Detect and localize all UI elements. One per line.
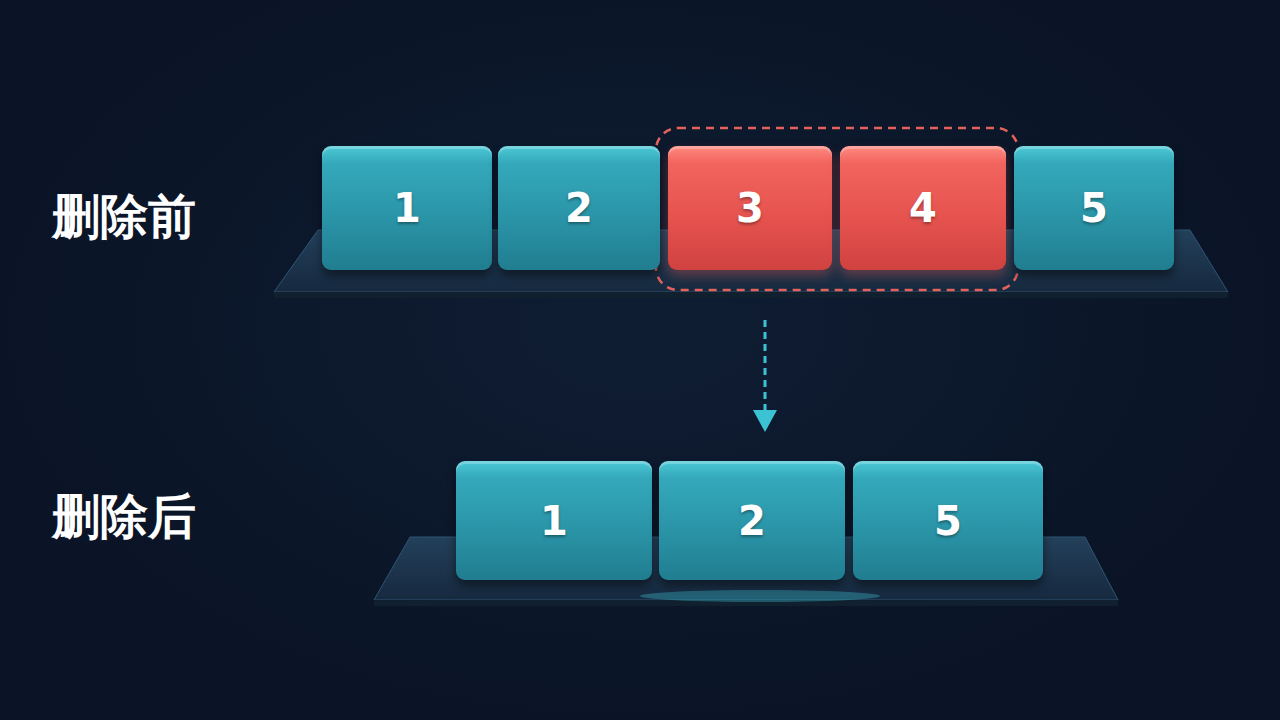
selection-outline	[656, 128, 1018, 290]
array-element: 5	[853, 461, 1043, 580]
array-element: 2	[659, 461, 845, 580]
element-value: 1	[393, 185, 421, 231]
element-value: 5	[1080, 185, 1108, 231]
glow	[640, 590, 880, 602]
deleted-element: 4	[840, 146, 1006, 270]
shelf-edge	[274, 292, 1228, 298]
element-value: 1	[540, 498, 568, 544]
array-element: 5	[1014, 146, 1174, 270]
element-value: 3	[736, 185, 764, 231]
array-element: 2	[498, 146, 660, 270]
arrow-head	[753, 410, 777, 432]
element-value: 2	[738, 498, 766, 544]
row-label: 删除后	[52, 492, 196, 540]
deleted-element: 3	[668, 146, 832, 270]
element-value: 2	[565, 185, 593, 231]
transition-arrow	[764, 320, 767, 412]
array-element: 1	[456, 461, 652, 580]
array-element: 1	[322, 146, 492, 270]
element-value: 4	[909, 185, 937, 231]
element-value: 5	[934, 498, 962, 544]
row-label: 删除前	[52, 192, 196, 240]
